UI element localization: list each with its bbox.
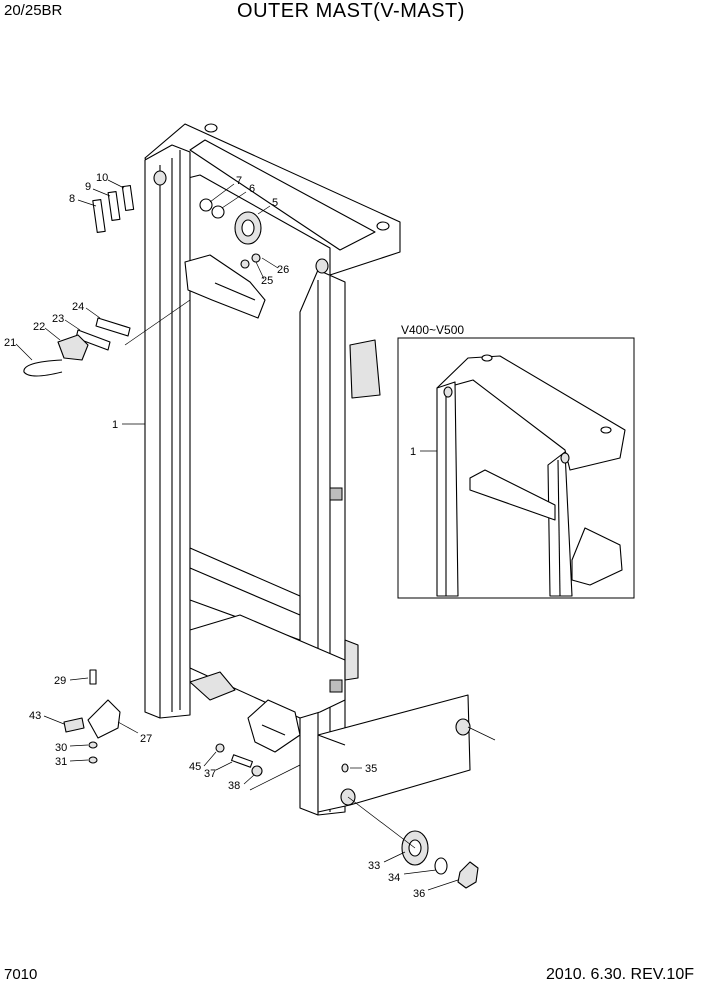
hardware-parts xyxy=(23,185,349,777)
callout-23: 23 xyxy=(52,313,64,325)
callout-43: 43 xyxy=(29,710,41,722)
callout-5: 5 xyxy=(272,197,278,209)
callout-10: 10 xyxy=(96,172,108,184)
callout-33: 33 xyxy=(368,860,380,872)
callout-7: 7 xyxy=(236,175,242,187)
callout-37: 37 xyxy=(204,768,216,780)
bearing-parts xyxy=(153,170,479,889)
callout-35: 35 xyxy=(365,763,377,775)
callout-26: 26 xyxy=(277,264,289,276)
callout-labels: 1 5 6 7 8 9 10 21 22 23 24 25 26 27 29 3… xyxy=(4,172,464,900)
outer-mast-drawing xyxy=(144,123,471,816)
callout-9: 9 xyxy=(85,181,91,193)
callout-34: 34 xyxy=(388,872,400,884)
callout-30: 30 xyxy=(55,742,67,754)
revision-date: 2010. 6.30. REV.10F xyxy=(546,966,694,983)
inset-label: V400~V500 xyxy=(401,323,464,337)
callout-31: 31 xyxy=(55,756,67,768)
callout-27: 27 xyxy=(140,733,152,745)
callout-8: 8 xyxy=(69,193,75,205)
callout-25: 25 xyxy=(261,275,273,287)
inset-callout-1: 1 xyxy=(410,446,416,458)
callout-24: 24 xyxy=(72,301,84,313)
callout-36: 36 xyxy=(413,888,425,900)
inset-view xyxy=(397,337,635,599)
callout-1: 1 xyxy=(112,419,118,431)
model-label: 20/25BR xyxy=(4,2,63,19)
callout-29: 29 xyxy=(54,675,66,687)
leader-lines xyxy=(15,179,496,891)
page-number: 7010 xyxy=(4,966,38,983)
callout-22: 22 xyxy=(33,321,45,333)
callout-38: 38 xyxy=(228,780,240,792)
callout-21: 21 xyxy=(4,337,16,349)
callout-45: 45 xyxy=(189,761,201,773)
page-title: OUTER MAST(V-MAST) xyxy=(237,0,465,22)
callout-6: 6 xyxy=(249,183,255,195)
